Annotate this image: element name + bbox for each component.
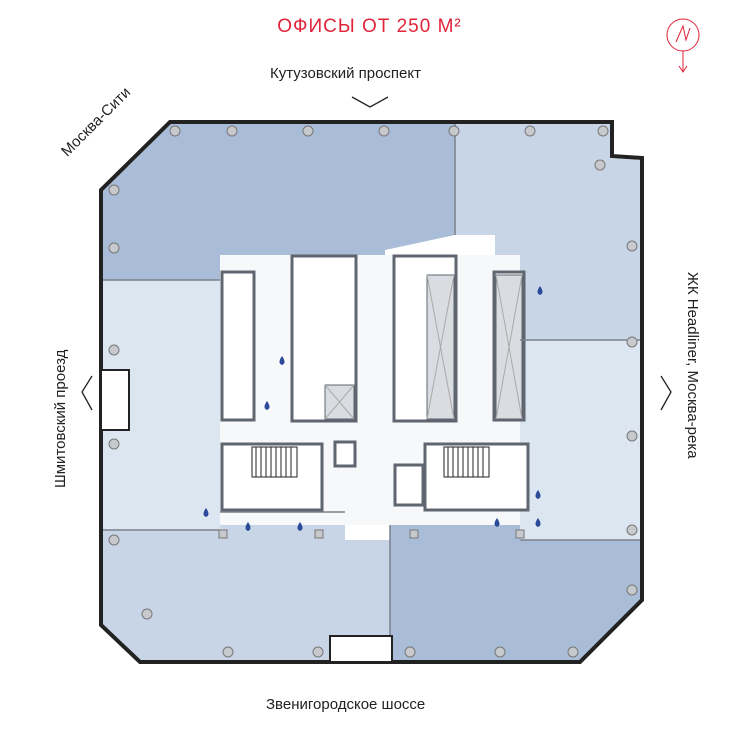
office-zone-right	[520, 340, 640, 540]
street-label-bottom: Звенигородское шоссе	[266, 696, 426, 713]
street-label-top: Кутузовский проспект	[270, 65, 421, 82]
compass-icon	[666, 18, 700, 73]
elevator-shafts	[324, 274, 523, 420]
stairs	[251, 446, 490, 478]
partition-walls	[103, 124, 640, 660]
office-zone-top-right	[455, 124, 640, 340]
entrance-bottom	[329, 635, 393, 663]
office-zone-bottom-right	[390, 525, 640, 660]
columns	[108, 125, 638, 658]
page-title: ОФИСЫ ОТ 250 М²	[277, 16, 462, 37]
chevron-right-icon	[660, 375, 672, 411]
chevron-down-icon	[351, 96, 389, 108]
office-zone-left	[103, 280, 220, 530]
chevron-left-icon	[81, 375, 93, 411]
water-drop-icons	[203, 286, 543, 531]
office-zone-bottom-left	[103, 512, 390, 660]
balcony-left	[100, 369, 130, 431]
